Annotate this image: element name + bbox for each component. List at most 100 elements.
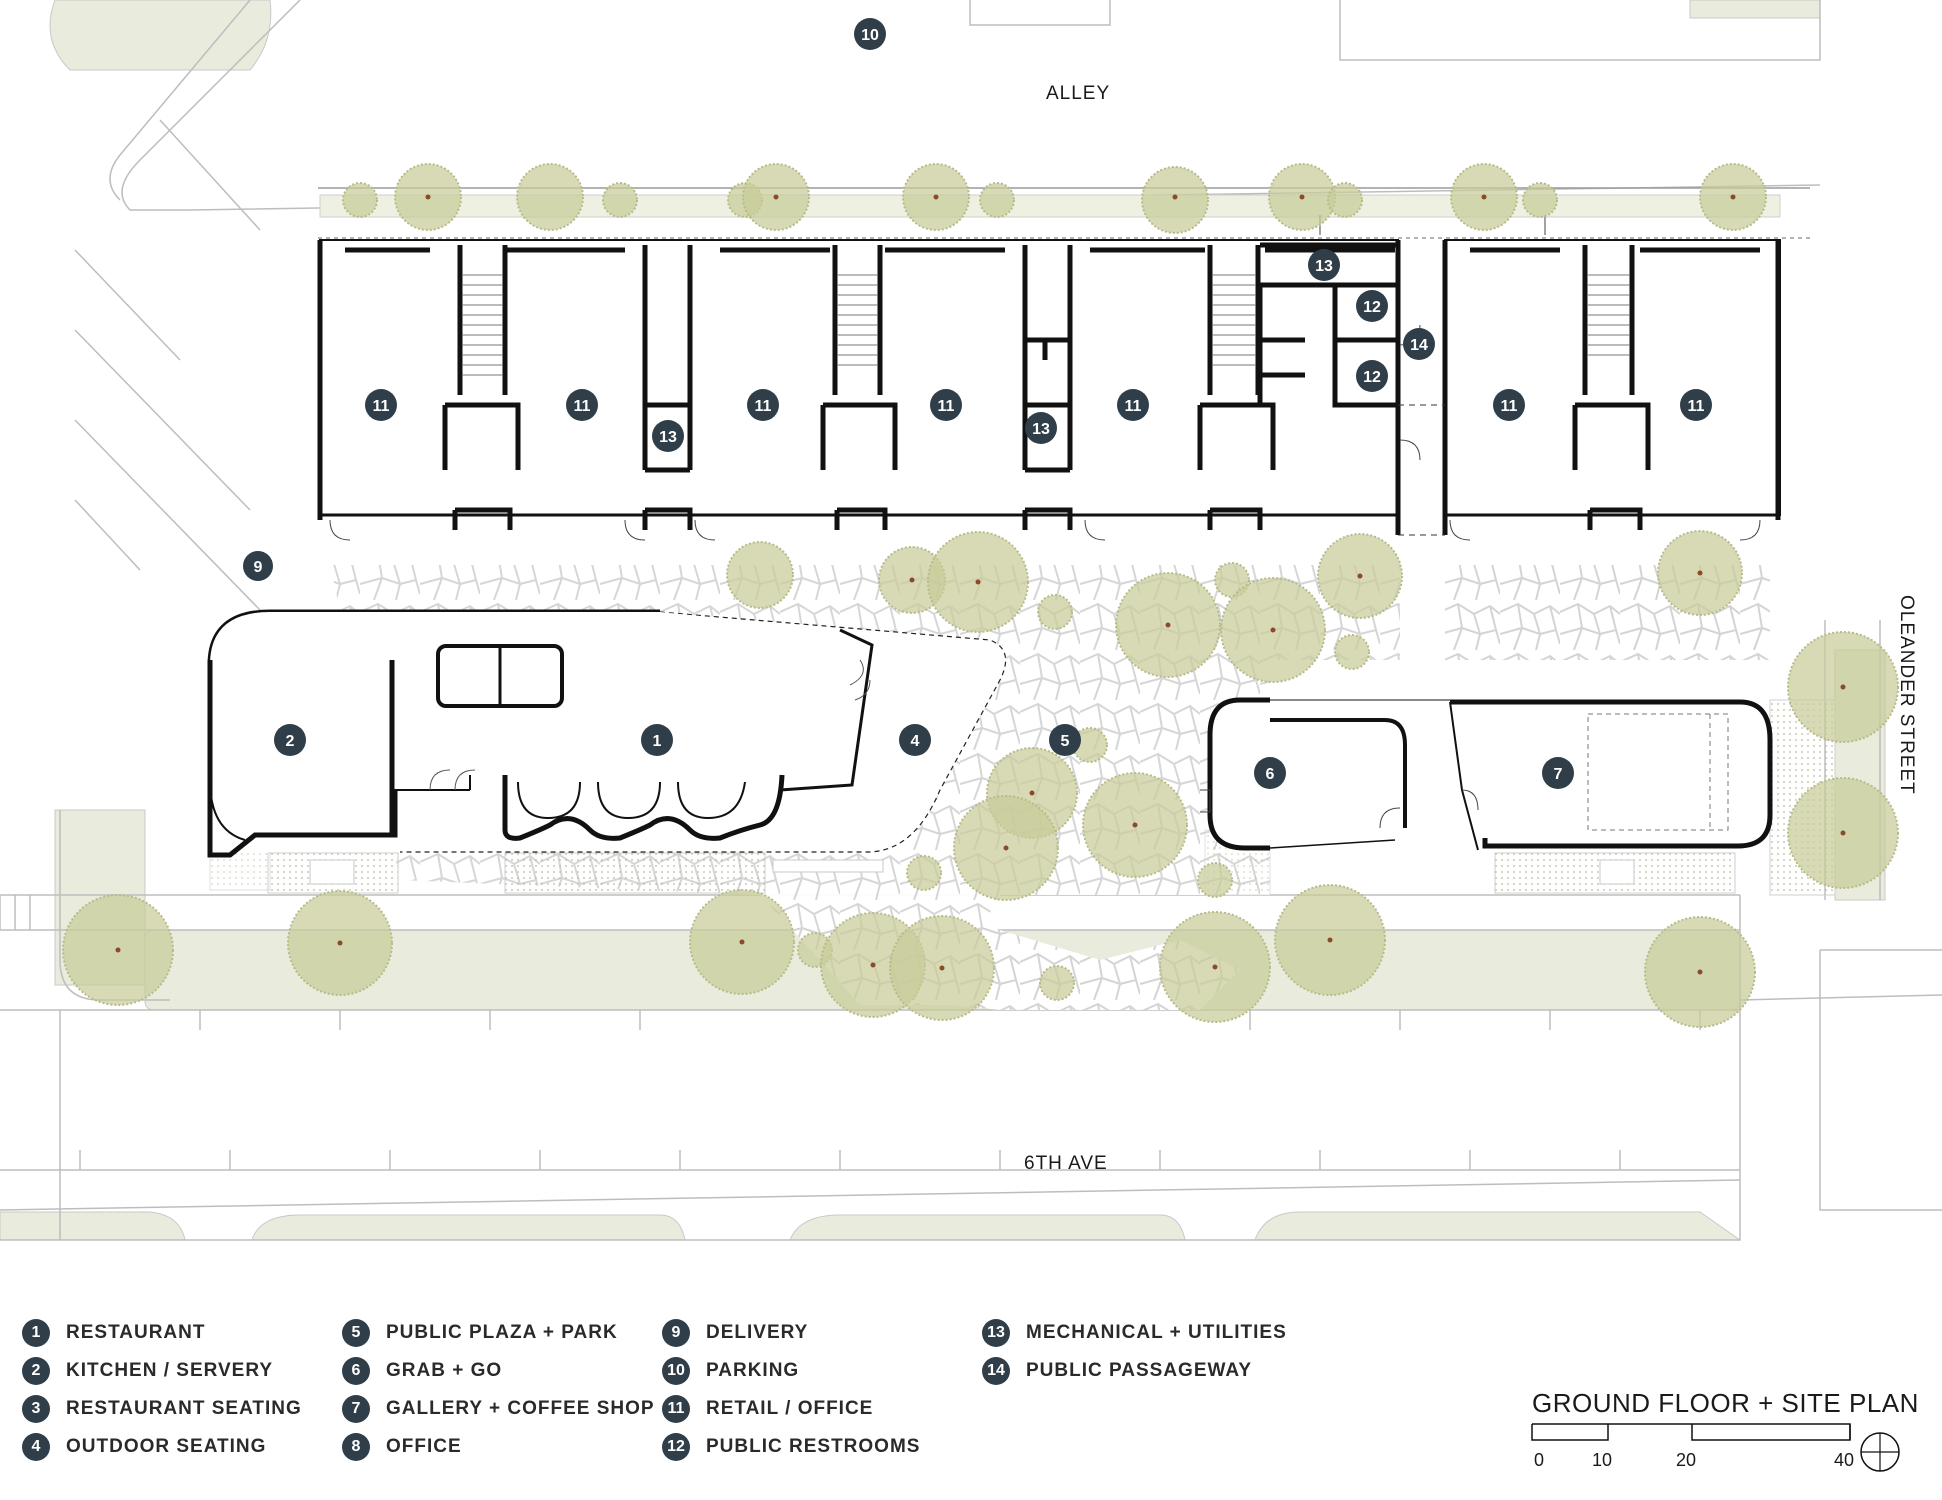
legend-badge: 6: [342, 1357, 370, 1385]
svg-text:1: 1: [653, 733, 662, 750]
marker-11: 11: [930, 389, 962, 421]
legend-column-4: 13 MECHANICAL + UTILITIES 14 PUBLIC PASSAG…: [982, 1318, 1287, 1394]
legend-label: OFFICE: [386, 1436, 462, 1457]
svg-text:12: 12: [1363, 369, 1381, 386]
marker-1: 1: [641, 724, 673, 756]
legend-label: PUBLIC RESTROOMS: [706, 1436, 921, 1457]
svg-text:7: 7: [1554, 766, 1563, 783]
legend-badge: 5: [342, 1319, 370, 1347]
svg-text:6: 6: [1266, 766, 1275, 783]
marker-11: 11: [365, 389, 397, 421]
legend-badge: 8: [342, 1433, 370, 1461]
restaurant-building: [207, 609, 1007, 858]
retail-building-block: [317, 187, 1810, 541]
legend-label: GALLERY + COFFEE SHOP: [386, 1398, 655, 1419]
svg-text:11: 11: [938, 398, 955, 415]
marker-11: 11: [566, 389, 598, 421]
legend-column-2: 5 PUBLIC PLAZA + PARK 6 GRAB + GO 7 GALLERY…: [342, 1318, 655, 1470]
legend-item: 1 RESTAURANT: [22, 1318, 302, 1348]
legend-item: 13 MECHANICAL + UTILITIES: [982, 1318, 1287, 1348]
svg-text:11: 11: [1688, 398, 1705, 415]
marker-9: 9: [243, 551, 273, 581]
legend-item: 14 PUBLIC PASSAGEWAY: [982, 1356, 1287, 1386]
marker-11: 11: [747, 389, 779, 421]
marker-11: 11: [1117, 389, 1149, 421]
legend-badge: 11: [662, 1395, 690, 1423]
legend-item: 6 GRAB + GO: [342, 1356, 655, 1386]
marker-12: 12: [1356, 360, 1388, 392]
svg-text:5: 5: [1061, 733, 1070, 750]
legend-badge: 10: [662, 1357, 690, 1385]
legend-item: 8 OFFICE: [342, 1432, 655, 1462]
marker-14: 14: [1403, 328, 1435, 360]
legend-label: PUBLIC PASSAGEWAY: [1026, 1360, 1253, 1381]
marker-13: 13: [1025, 412, 1057, 444]
svg-text:11: 11: [574, 398, 591, 415]
alley-label: ALLEY: [1046, 83, 1110, 104]
svg-text:13: 13: [659, 429, 677, 446]
tree-trunks: [115, 194, 1846, 975]
legend-label: PARKING: [706, 1360, 800, 1381]
marker-6: 6: [1254, 757, 1286, 789]
legend-label: RESTAURANT: [66, 1322, 206, 1343]
legend-label: GRAB + GO: [386, 1360, 503, 1381]
legend-item: 11 RETAIL / OFFICE: [662, 1394, 920, 1424]
legend-item: 2 KITCHEN / SERVERY: [22, 1356, 302, 1386]
north-arrow-icon: [1860, 1432, 1900, 1472]
legend-badge: 7: [342, 1395, 370, 1423]
site-plan-drawing: ALLEY 6TH AVE OLEANDER STREET 10 9 11 11…: [0, 0, 1942, 1241]
legend-badge: 12: [662, 1433, 690, 1461]
legend-label: RESTAURANT SEATING: [66, 1398, 302, 1419]
marker-12: 12: [1356, 290, 1388, 322]
legend-badge: 14: [982, 1357, 1010, 1385]
legend-badge: 2: [22, 1357, 50, 1385]
scale-bar: 0 10 20 40: [1530, 1420, 1920, 1480]
svg-text:11: 11: [373, 398, 390, 415]
legend-label: KITCHEN / SERVERY: [66, 1360, 274, 1381]
legend-item: 7 GALLERY + COFFEE SHOP: [342, 1394, 655, 1424]
marker-4: 4: [899, 724, 931, 756]
legend-item: 5 PUBLIC PLAZA + PARK: [342, 1318, 655, 1348]
svg-text:12: 12: [1363, 299, 1381, 316]
legend-badge: 1: [22, 1319, 50, 1347]
marker-2: 2: [274, 724, 306, 756]
scale-tick-20: 20: [1676, 1450, 1697, 1470]
marker-11: 11: [1493, 389, 1525, 421]
scale-tick-40: 40: [1834, 1450, 1855, 1470]
scale-bar-graphic: [1531, 1423, 1851, 1441]
marker-10: 10: [854, 18, 886, 50]
space-markers: 10 9 11 11 13 11 11 13 11 13 12 12 14 11…: [243, 18, 1712, 789]
plan-title: GROUND FLOOR + SITE PLAN: [1532, 1388, 1919, 1418]
svg-text:14: 14: [1410, 337, 1428, 354]
legend-item: 12 PUBLIC RESTROOMS: [662, 1432, 920, 1462]
sixth-ave-label: 6TH AVE: [1024, 1153, 1108, 1174]
scale-tick-10: 10: [1592, 1450, 1613, 1470]
oleander-street-label: OLEANDER STREET: [1896, 595, 1917, 795]
svg-text:2: 2: [286, 733, 295, 750]
scale-tick-0: 0: [1534, 1450, 1545, 1470]
legend-label: MECHANICAL + UTILITIES: [1026, 1322, 1287, 1343]
svg-text:9: 9: [254, 559, 263, 576]
marker-13: 13: [652, 420, 684, 452]
legend-badge: 4: [22, 1433, 50, 1461]
svg-text:11: 11: [1501, 398, 1518, 415]
svg-text:13: 13: [1315, 258, 1333, 275]
legend-label: RETAIL / OFFICE: [706, 1398, 874, 1419]
marker-11: 11: [1680, 389, 1712, 421]
gallery-building: [1449, 699, 1773, 851]
legend-item: 10 PARKING: [662, 1356, 920, 1386]
svg-text:11: 11: [1125, 398, 1142, 415]
marker-13: 13: [1308, 249, 1340, 281]
legend-badge: 13: [982, 1319, 1010, 1347]
svg-text:13: 13: [1032, 421, 1050, 438]
grab-and-go-building: [1200, 697, 1450, 851]
legend-label: PUBLIC PLAZA + PARK: [386, 1322, 618, 1343]
svg-text:4: 4: [911, 733, 920, 750]
svg-text:11: 11: [755, 398, 772, 415]
